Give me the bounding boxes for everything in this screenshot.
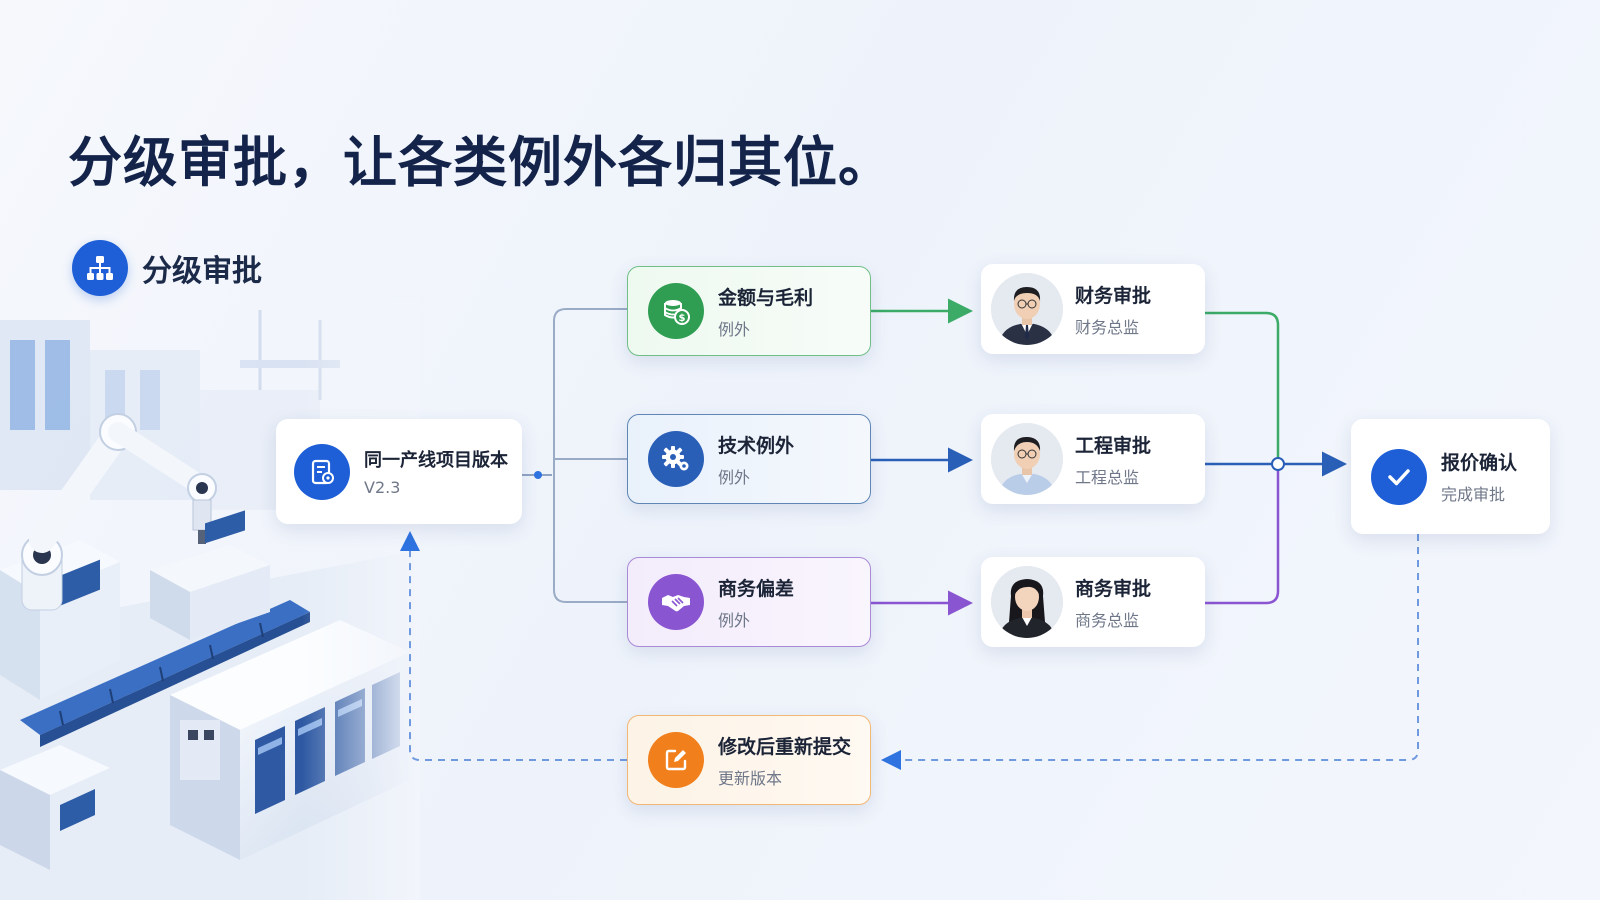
exception-title: 技术例外 — [718, 434, 795, 457]
approval-title: 工程审批 — [1075, 434, 1152, 457]
check-icon — [1371, 448, 1427, 505]
gear-icon — [648, 431, 704, 487]
edit-icon — [648, 732, 704, 788]
exception-card-technical[interactable]: 技术例外 例外 — [627, 414, 871, 504]
person-avatar-icon — [991, 566, 1063, 638]
resubmit-subtitle: 更新版本 — [718, 768, 783, 788]
handshake-icon — [648, 574, 704, 630]
section-header: 分级审批 — [72, 240, 262, 296]
approval-role: 工程总监 — [1075, 467, 1140, 487]
exception-subtitle: 例外 — [718, 467, 751, 487]
exception-card-amount-margin[interactable]: $ 金额与毛利 例外 — [627, 266, 871, 356]
section-label: 分级审批 — [142, 254, 262, 289]
coins-dollar-icon: $ — [648, 283, 704, 339]
approval-card-engineering[interactable]: 工程审批 工程总监 — [981, 414, 1205, 504]
result-title: 报价确认 — [1441, 452, 1518, 474]
exception-card-business[interactable]: 商务偏差 例外 — [627, 557, 871, 647]
person-avatar-icon — [991, 423, 1063, 495]
approval-card-finance[interactable]: 财务审批 财务总监 — [981, 264, 1205, 354]
source-title: 同一产线项目版本 — [364, 450, 508, 471]
hierarchy-icon — [72, 240, 128, 296]
result-subtitle: 完成审批 — [1441, 485, 1506, 504]
approval-title: 商务审批 — [1075, 577, 1152, 600]
resubmit-title: 修改后重新提交 — [718, 735, 852, 758]
document-settings-icon — [294, 443, 350, 500]
quote-confirmation-card[interactable]: 报价确认 完成审批 — [1351, 419, 1550, 534]
resubmit-card[interactable]: 修改后重新提交 更新版本 — [627, 715, 871, 805]
approval-title: 财务审批 — [1075, 284, 1152, 307]
exception-title: 金额与毛利 — [718, 286, 814, 309]
approval-role: 商务总监 — [1075, 610, 1140, 630]
approval-card-business[interactable]: 商务审批 商务总监 — [981, 557, 1205, 647]
svg-text:$: $ — [679, 313, 686, 324]
source-project-card[interactable]: 同一产线项目版本 V2.3 — [276, 419, 522, 524]
source-version: V2.3 — [364, 478, 401, 497]
exception-subtitle: 例外 — [718, 610, 751, 630]
factory-illustration — [0, 300, 420, 900]
person-avatar-icon — [991, 273, 1063, 345]
approval-role: 财务总监 — [1075, 317, 1140, 337]
exception-subtitle: 例外 — [718, 319, 751, 339]
page-title: 分级审批，让各类例外各归其位。 — [68, 131, 893, 194]
exception-title: 商务偏差 — [718, 577, 795, 600]
